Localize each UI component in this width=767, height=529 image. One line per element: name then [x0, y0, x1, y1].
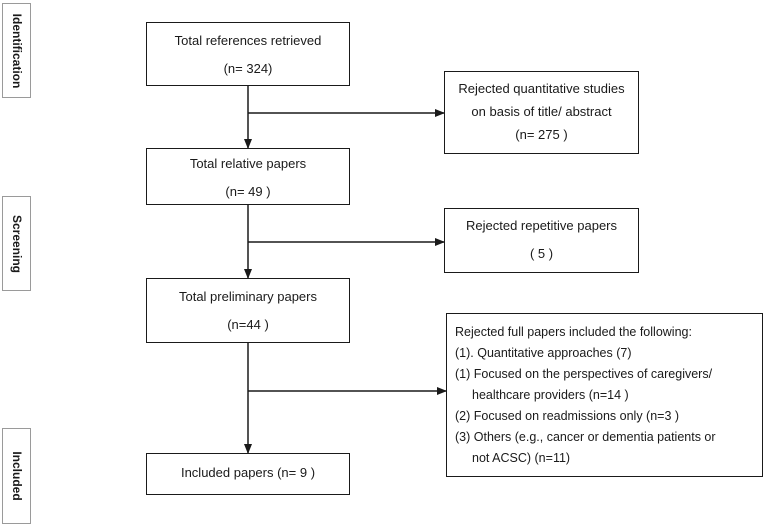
box-total-preliminary-papers: Total preliminary papers (n=44 ) — [146, 278, 350, 343]
rejected-full-item-quantitative: (1). Quantitative approaches (7) — [455, 346, 632, 360]
phase-label-identification: Identification — [2, 3, 31, 98]
total-retrieved-count: (n= 324) — [223, 61, 273, 76]
rejected-repetitive-count: ( 5 ) — [529, 246, 554, 261]
box-total-references-retrieved: Total references retrieved (n= 324) — [146, 22, 350, 86]
total-relative-count: (n= 49 ) — [225, 184, 271, 199]
rejected-quant-count: (n= 275 ) — [515, 127, 568, 142]
box-included-papers: Included papers (n= 9 ) — [146, 453, 350, 495]
total-preliminary-count: (n=44 ) — [227, 317, 269, 332]
rejected-full-item-caregivers: (1) Focused on the perspectives of careg… — [455, 367, 713, 381]
rejected-full-header: Rejected full papers included the follow… — [455, 325, 692, 339]
included-title: Included papers (n= 9 ) — [180, 465, 316, 480]
rejected-quant-line1: Rejected quantitative studies — [458, 81, 625, 96]
box-rejected-full-papers: Rejected full papers included the follow… — [446, 313, 763, 477]
box-total-relative-papers: Total relative papers (n= 49 ) — [146, 148, 350, 205]
rejected-full-item-caregivers-cont: healthcare providers (n=14 ) — [472, 388, 629, 402]
rejected-full-item-others: (3) Others (e.g., cancer or dementia pat… — [455, 430, 716, 444]
rejected-repetitive-title: Rejected repetitive papers — [465, 218, 618, 233]
phase-label-included: Included — [2, 428, 31, 524]
total-relative-title: Total relative papers — [189, 156, 307, 171]
rejected-full-item-others-cont: not ACSC) (n=11) — [472, 451, 571, 465]
total-retrieved-title: Total references retrieved — [174, 33, 322, 48]
total-preliminary-title: Total preliminary papers — [178, 289, 317, 304]
box-rejected-repetitive-papers: Rejected repetitive papers ( 5 ) — [444, 208, 639, 273]
phase-label-screening: Screening — [2, 196, 31, 291]
rejected-quant-line2: on basis of title/ abstract — [471, 104, 612, 119]
box-rejected-quantitative-studies: Rejected quantitative studies on basis o… — [444, 71, 639, 154]
rejected-full-item-readmissions: (2) Focused on readmissions only (n=3 ) — [455, 409, 680, 423]
